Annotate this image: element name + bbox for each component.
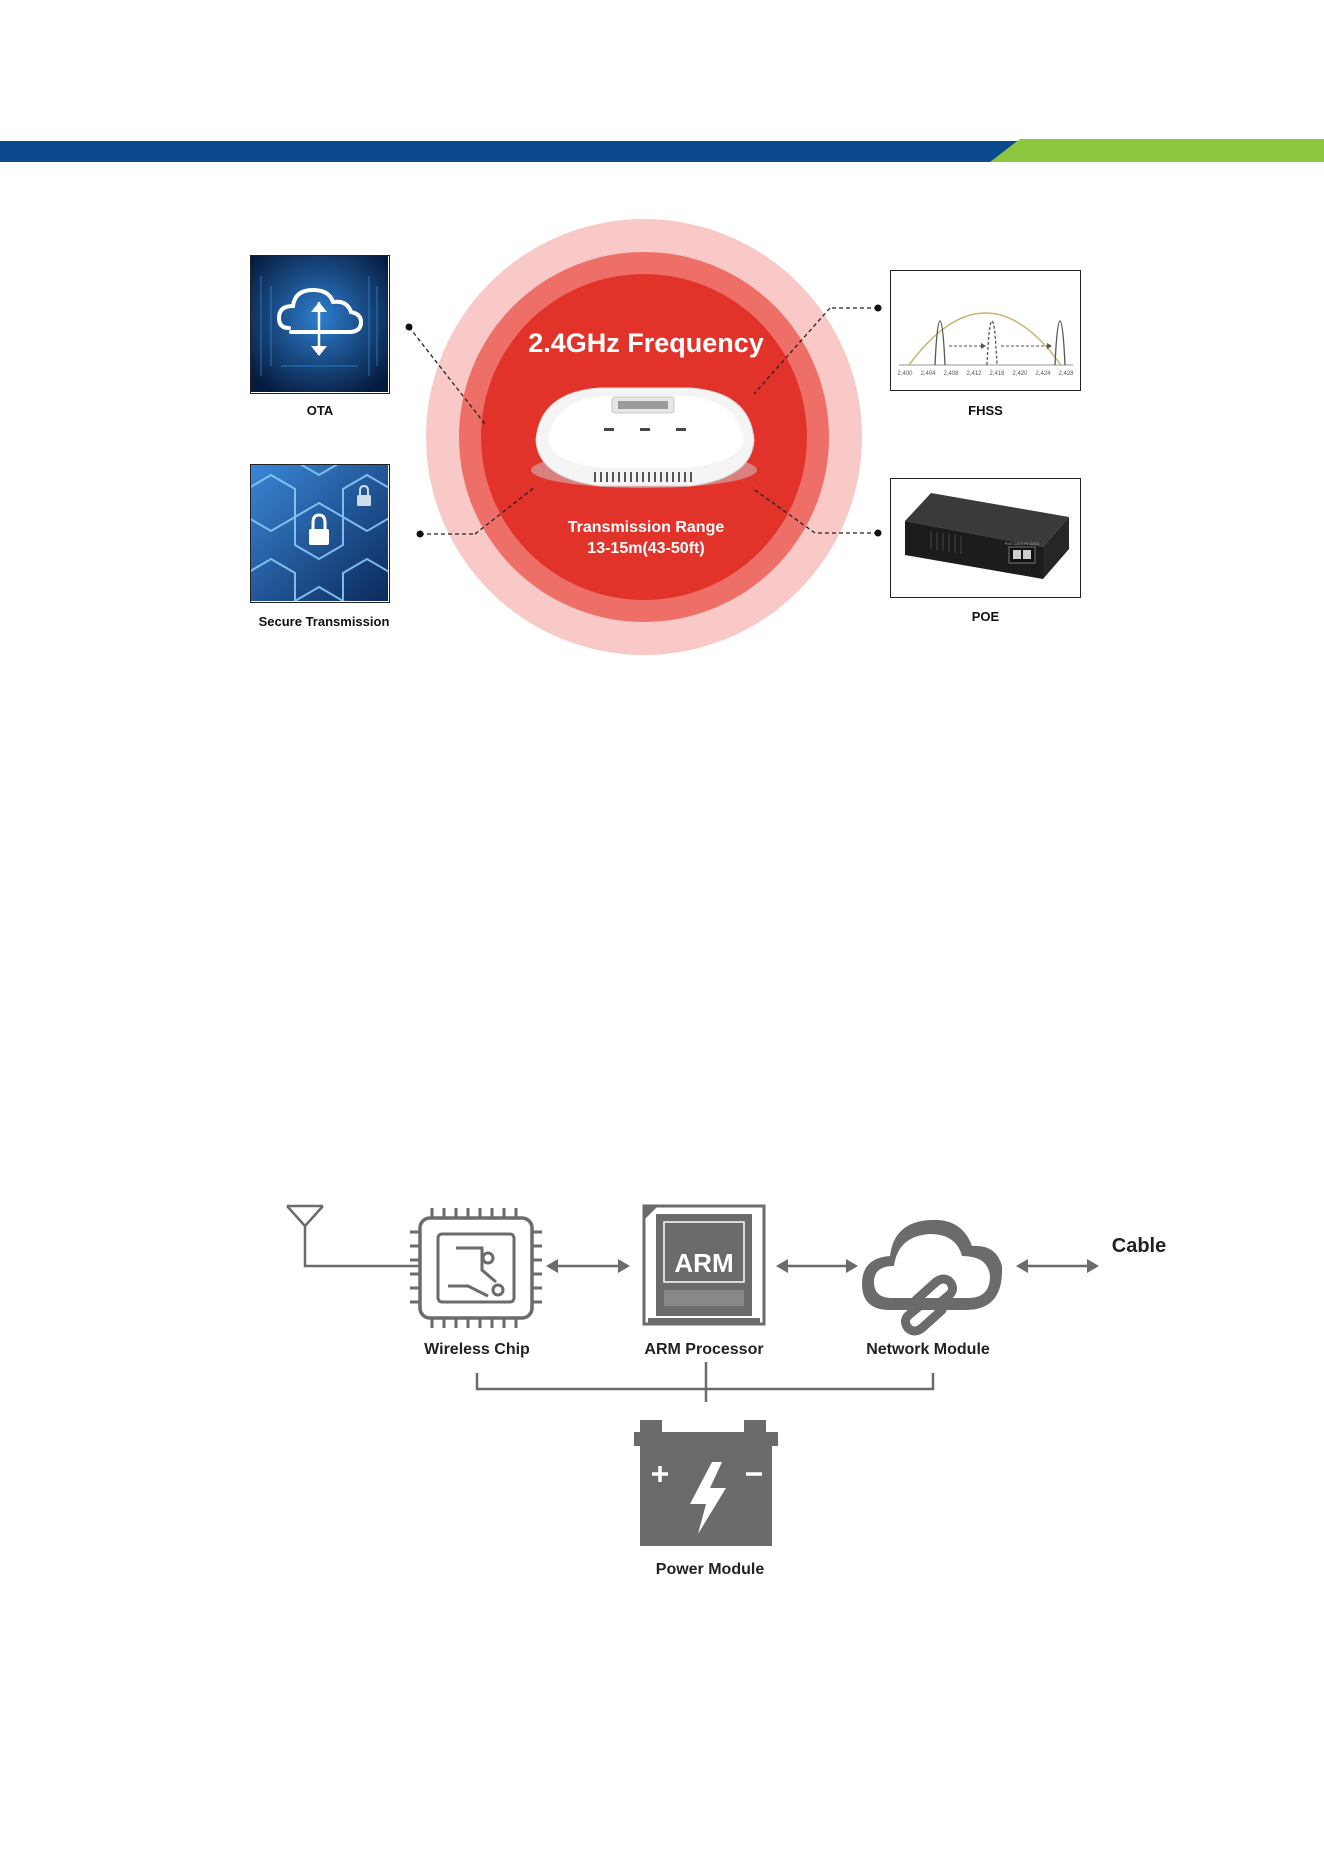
poe-label: POE xyxy=(890,609,1081,624)
header-green-stripe xyxy=(990,139,1324,162)
antenna-icon xyxy=(287,1206,420,1266)
poe-port-text: PoE DATA IN DATA xyxy=(1005,541,1040,546)
cloud-link-icon xyxy=(862,1220,1002,1331)
ota-image xyxy=(250,255,390,394)
fhss-chart-image: 2,400 2,404 2,408 2,412 2,416 2,420 2,42… xyxy=(890,270,1081,391)
ota-label: OTA xyxy=(250,403,390,418)
cloud-upload-icon xyxy=(251,256,388,392)
feature-diagram: 2.4GHz Frequency Transmission Range 13-1… xyxy=(0,200,1324,680)
padlock-icon xyxy=(251,465,388,601)
range-line-1: Transmission Range xyxy=(568,519,725,536)
frequency-title: 2.4GHz Frequency xyxy=(528,328,764,358)
fhss-tick-5: 2,420 xyxy=(1012,371,1028,377)
wireless-chip-label: Wireless Chip xyxy=(424,1341,530,1358)
fhss-tick-6: 2,424 xyxy=(1035,371,1051,377)
network-module-label: Network Module xyxy=(866,1341,990,1358)
power-module-label: Power Module xyxy=(656,1561,765,1578)
header-band xyxy=(0,0,1324,170)
secure-image xyxy=(250,464,390,603)
fhss-tick-3: 2,412 xyxy=(966,371,982,377)
chip-icon xyxy=(410,1208,542,1328)
range-line-2: 13-15m(43-50ft) xyxy=(587,540,704,557)
cable-label: Cable xyxy=(1112,1235,1166,1257)
fhss-tick-0: 2,400 xyxy=(897,371,913,377)
fhss-tick-7: 2,428 xyxy=(1058,371,1074,377)
fhss-hop-chart: 2,400 2,404 2,408 2,412 2,416 2,420 2,42… xyxy=(891,271,1079,389)
fhss-tick-2: 2,408 xyxy=(943,371,959,377)
fhss-tick-1: 2,404 xyxy=(920,371,936,377)
block-diagram: ARM Wireless Chip ARM Processor Network … xyxy=(0,1170,1324,1590)
battery-bolt-icon xyxy=(634,1420,778,1546)
access-point-device xyxy=(531,388,757,488)
arm-cpu-icon: ARM xyxy=(644,1206,764,1324)
secure-transmission-label: Secure Transmission xyxy=(240,614,408,629)
poe-injector-icon: PoE DATA IN DATA xyxy=(891,479,1079,596)
fhss-label: FHSS xyxy=(890,403,1081,418)
power-bus-lines xyxy=(477,1362,933,1402)
poe-image: PoE DATA IN DATA xyxy=(890,478,1081,598)
arm-badge: ARM xyxy=(674,1248,733,1278)
arm-processor-label: ARM Processor xyxy=(644,1341,763,1358)
fhss-tick-4: 2,416 xyxy=(989,371,1005,377)
